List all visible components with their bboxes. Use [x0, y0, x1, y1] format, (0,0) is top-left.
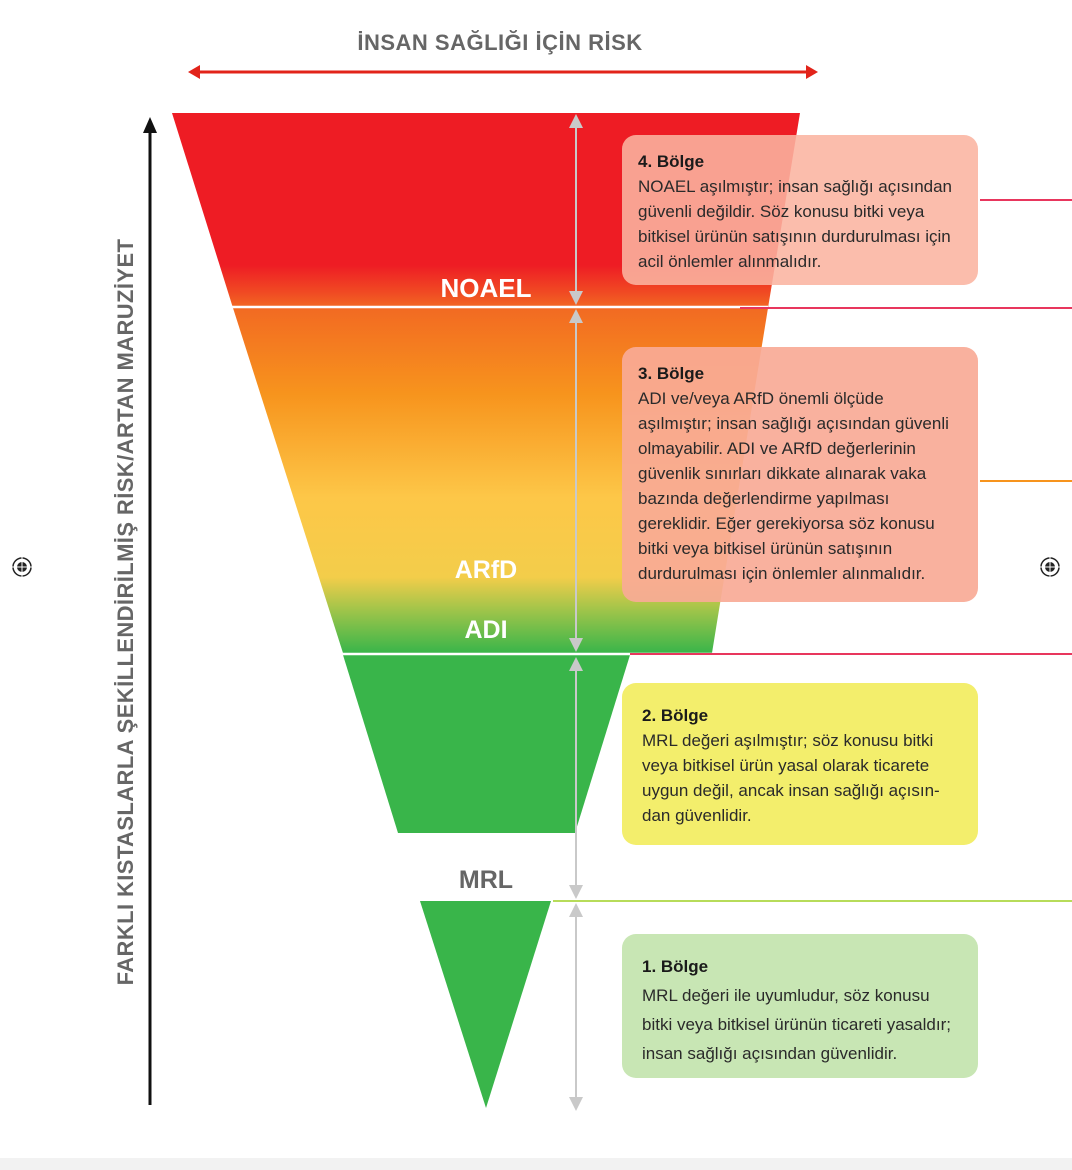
zone4-text: NOAEL aşılmıştır; insan sağlığı açısında…: [638, 177, 953, 271]
zone1-box: 1. Bölge MRL değeri ile uyumludur, söz k…: [622, 934, 978, 1078]
top-risk-arrow: [188, 65, 818, 79]
bottom-strip: [0, 1158, 1072, 1170]
mrl-label: MRL: [459, 866, 513, 894]
zone2-box: 2. Bölge MRL değeri aşılmıştır; söz konu…: [622, 683, 978, 845]
zone3-box: 3. Bölge ADI ve/veya ARfD önemli ölçüde …: [622, 347, 978, 602]
side-exposure-label: FARKLI KISTASLARLA ŞEKİLLENDİRİLMİŞ RİSK…: [113, 238, 138, 985]
top-risk-label: İNSAN SAĞLIĞI İÇİN RİSK: [357, 30, 642, 55]
zone2-green-band: [343, 655, 630, 833]
adi-label: ADI: [464, 616, 507, 644]
registration-mark-left: [10, 555, 34, 579]
arfd-label: ARfD: [455, 556, 518, 584]
registration-mark-right: [1038, 555, 1062, 579]
zone4-title: 4. Bölge: [638, 152, 705, 171]
range-arrows: [569, 114, 583, 1111]
zone2-text: MRL değeri aşılmıştır; söz konusu bitki …: [642, 731, 940, 825]
noael-label: NOAEL: [441, 273, 532, 303]
zone1-text: MRL değeri ile uyumludur, söz konusu bit…: [642, 986, 951, 1063]
zone1-title: 1. Bölge: [642, 957, 709, 976]
zone1-green-triangle: [420, 901, 551, 1108]
zone4-box: 4. Bölge NOAEL aşılmıştır; insan sağlığı…: [622, 135, 978, 285]
zone3-title: 3. Bölge: [638, 364, 705, 383]
zone3-text: ADI ve/veya ARfD önemli ölçüde aşılmıştı…: [638, 389, 949, 583]
vertical-exposure-arrow: [143, 117, 157, 1105]
zone2-title: 2. Bölge: [642, 706, 709, 725]
